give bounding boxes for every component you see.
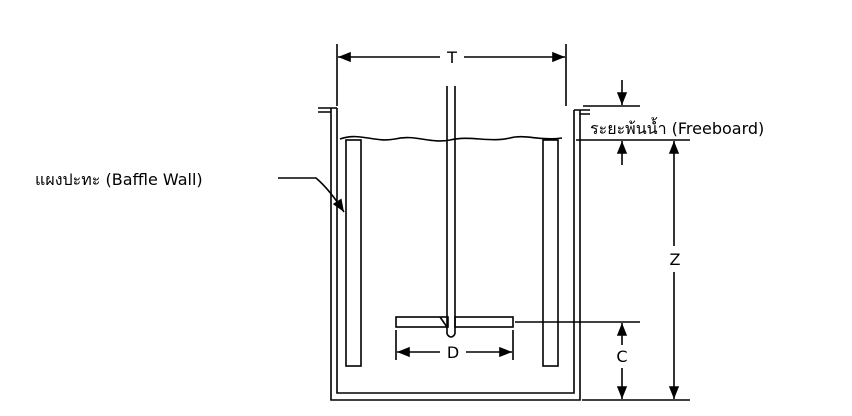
tank-inner-wall [336, 108, 575, 394]
tank-outer-wall [330, 108, 581, 401]
label-c: C [616, 347, 627, 366]
impeller-blade-tip [439, 316, 448, 328]
impeller-blade-left [395, 316, 449, 328]
baffle-leader [278, 177, 345, 213]
shaft-hub [446, 333, 456, 338]
dim-freeboard-ext [576, 105, 690, 141]
baffle-right [542, 139, 559, 367]
dim-d-ext [395, 330, 514, 360]
impeller-shaft [446, 86, 456, 334]
label-d: D [447, 343, 459, 362]
label-z: Z [670, 250, 681, 269]
baffle-left [345, 139, 362, 367]
impeller-blade-right [454, 316, 514, 328]
label-freeboard: ระยะพ้นน้ำ (Freeboard) [590, 117, 764, 138]
label-t: T [446, 48, 457, 67]
label-baffle: แผงปะทะ (Baffle Wall) [35, 170, 203, 189]
tank-rim-right [574, 109, 590, 115]
tank-rim-left [318, 107, 337, 113]
liquid-surface [339, 135, 563, 142]
